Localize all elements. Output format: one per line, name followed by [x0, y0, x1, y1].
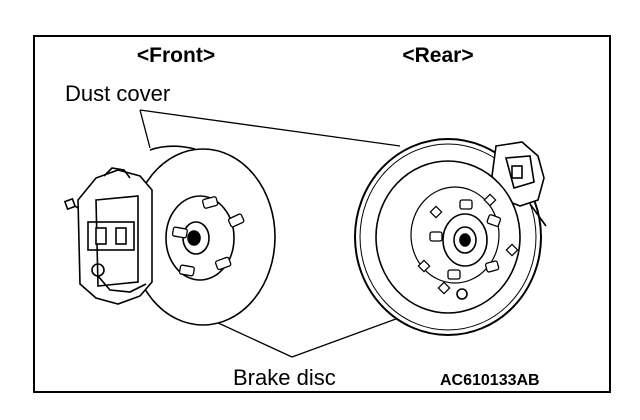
- front-wheel-studs: [171, 196, 245, 277]
- rear-wheel-studs: [429, 199, 502, 280]
- brake-disc-label: Brake disc: [233, 365, 336, 390]
- dust-cover-label: Dust cover: [65, 81, 170, 106]
- figure-frame: [33, 35, 611, 393]
- front-header: <Front>: [137, 44, 215, 67]
- brake-disc-leader-rear: [291, 311, 416, 358]
- dust-cover-leader-front: [139, 109, 151, 149]
- rear-header: <Rear>: [402, 44, 473, 67]
- dust-cover-leader-rear: [139, 109, 401, 147]
- figure-code: AC610133AB: [440, 372, 540, 389]
- rear-brake-assembly-icon: [354, 138, 547, 336]
- front-brake-assembly-icon: [63, 145, 276, 326]
